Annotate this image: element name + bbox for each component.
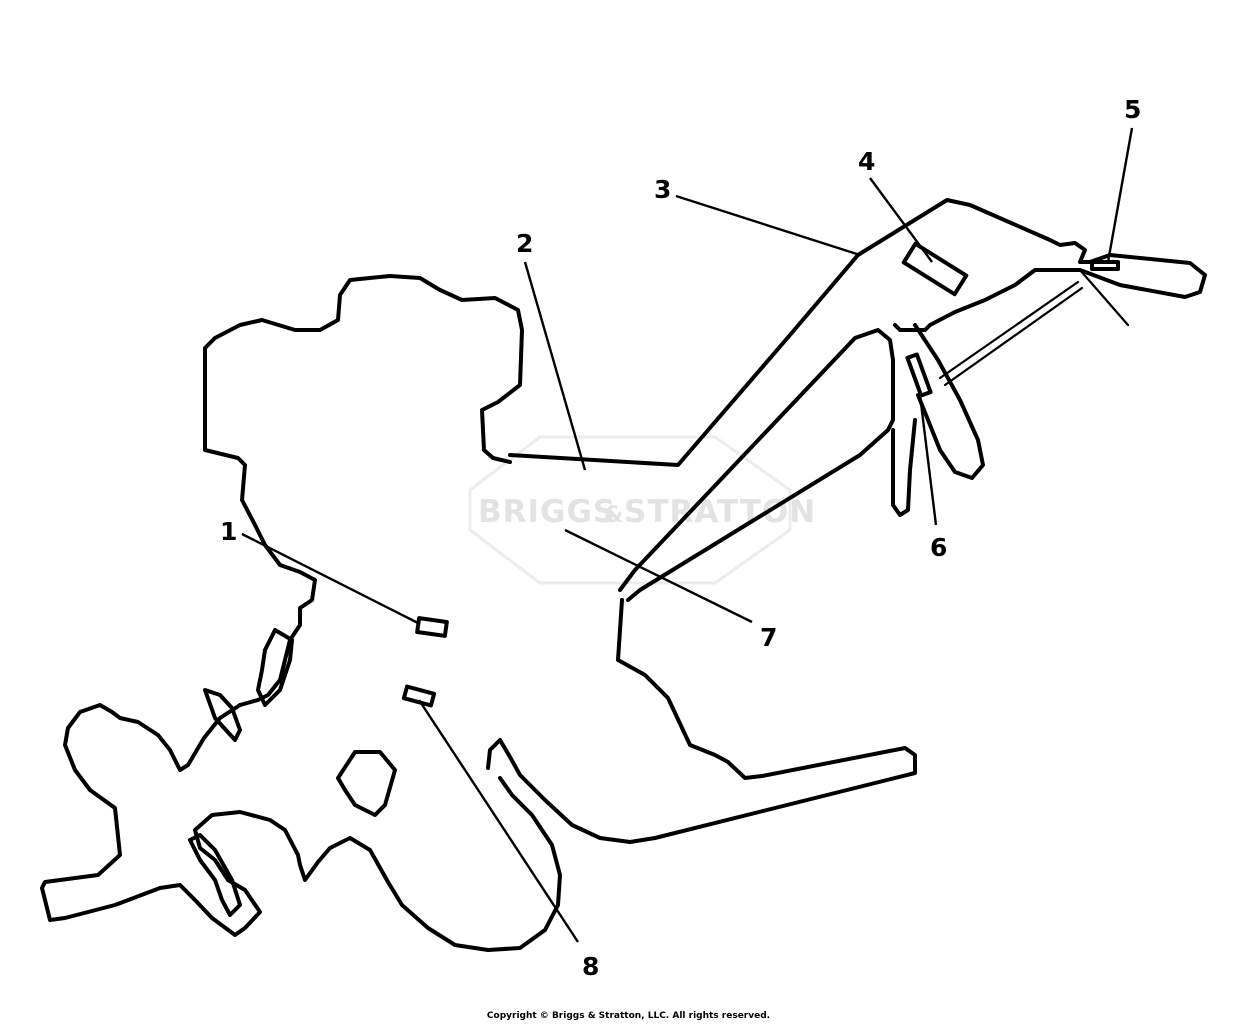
- callout-2: 2: [516, 229, 533, 258]
- tine-inner-2: [336, 750, 397, 817]
- handlebar-frame: [508, 198, 1207, 467]
- brand-watermark: BRIGGS & STRATTON: [468, 435, 815, 585]
- decal-1: [415, 616, 449, 638]
- decal-4: [901, 241, 969, 297]
- leader-5: [1106, 127, 1134, 263]
- decal-6: [905, 352, 933, 398]
- tine-inner-3: [188, 833, 242, 917]
- leader-6: [918, 394, 938, 526]
- callout-5: 5: [1124, 95, 1141, 124]
- watermark-brand-left: BRIGGS: [478, 494, 616, 530]
- callout-1: 1: [220, 517, 237, 546]
- leader-2: [523, 261, 587, 471]
- callout-3: 3: [654, 175, 671, 204]
- handle-lower-strut: [891, 418, 917, 517]
- handle-left-grip: [913, 323, 985, 480]
- leader-4: [869, 177, 933, 263]
- decal-5: [1090, 260, 1120, 271]
- leader-7: [564, 528, 753, 624]
- watermark-brand-amp: &: [604, 503, 624, 528]
- tine-inner-1: [203, 688, 242, 742]
- leader-8: [417, 699, 580, 943]
- leader-3: [675, 194, 861, 257]
- copyright-notice: Copyright © Briggs & Stratton, LLC. All …: [486, 1011, 771, 1021]
- callout-7: 7: [760, 623, 777, 652]
- tines: [40, 703, 562, 952]
- decal-8: [401, 684, 437, 708]
- handle-inner-bar: [618, 328, 895, 602]
- leader-1: [241, 532, 419, 625]
- control-rod: [938, 268, 1130, 387]
- callout-6: 6: [930, 533, 947, 562]
- callout-8: 8: [582, 952, 599, 981]
- tine-inner-4: [256, 628, 294, 707]
- callout-4: 4: [858, 147, 875, 176]
- engine-outline: [203, 274, 524, 707]
- tine-housing: [486, 598, 917, 844]
- watermark-badge: [468, 435, 792, 585]
